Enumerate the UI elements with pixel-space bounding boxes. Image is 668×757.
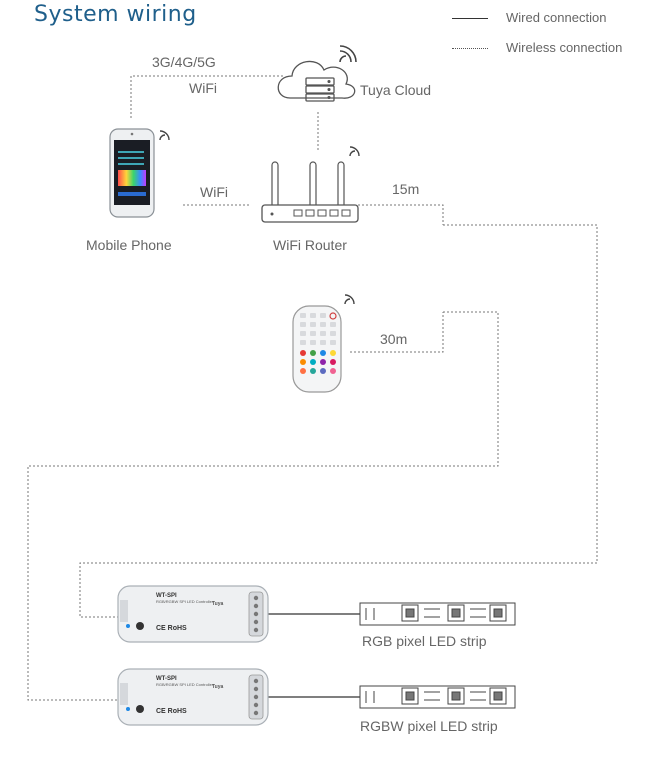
wifi-router-label: WiFi Router (273, 237, 347, 253)
wifi-router-icon (261, 161, 359, 223)
legend-wireless-label: Wireless connection (506, 40, 623, 55)
cloud-signal-icon (339, 45, 357, 63)
dotted-line-swatch (452, 48, 488, 50)
controller-2-model: WT-SPI (156, 676, 177, 682)
led-strip-2 (359, 685, 516, 709)
distance-remote-label: 30m (380, 331, 408, 347)
solid-line-swatch (452, 18, 488, 20)
tuya-cloud-label: Tuya Cloud (360, 82, 432, 98)
strip-2-label: RGBW pixel LED strip (360, 718, 498, 734)
controller-1-brand: Tuya (212, 601, 224, 607)
distance-router-label: 15m (392, 181, 420, 197)
legend-wireless: Wireless connection (452, 40, 622, 55)
controller-2-brand: Tuya (212, 684, 224, 690)
wifi-mid-label: WiFi (200, 184, 228, 200)
cellular-label: 3G/4G/5G (152, 54, 216, 70)
diagram-title: System wiring (34, 2, 197, 27)
legend-wired-label: Wired connection (506, 10, 607, 25)
legend-wired: Wired connection (452, 10, 606, 25)
remote-bus-link (350, 312, 444, 353)
router-signal-icon (349, 146, 360, 157)
mobile-phone-icon (109, 128, 155, 218)
bus-to-controller-2 (27, 311, 499, 701)
controller-2-subtitle: RGB/RGBW SPI LED Controller (156, 682, 214, 687)
cloud-icon (277, 60, 356, 102)
controller-2-marks: CE RoHS (156, 708, 187, 715)
controller-device-1 (117, 585, 269, 643)
mobile-phone-label: Mobile Phone (86, 237, 172, 253)
phone-signal-icon (159, 130, 170, 141)
remote-control-icon (292, 305, 342, 393)
led-strip-1 (359, 602, 516, 626)
controller-1-marks: CE RoHS (156, 625, 187, 632)
controller-1-subtitle: RGB/RGBW SPI LED Controller (156, 599, 214, 604)
wifi-top-label: WiFi (189, 80, 217, 96)
router-bus-link (358, 204, 444, 225)
remote-signal-icon (344, 294, 355, 305)
controller-1-model: WT-SPI (156, 593, 177, 599)
strip-1-label: RGB pixel LED strip (362, 633, 487, 649)
bus-to-controller-1 (79, 224, 598, 618)
phone-cloud-link (130, 75, 285, 118)
controller-device-2 (117, 668, 269, 726)
